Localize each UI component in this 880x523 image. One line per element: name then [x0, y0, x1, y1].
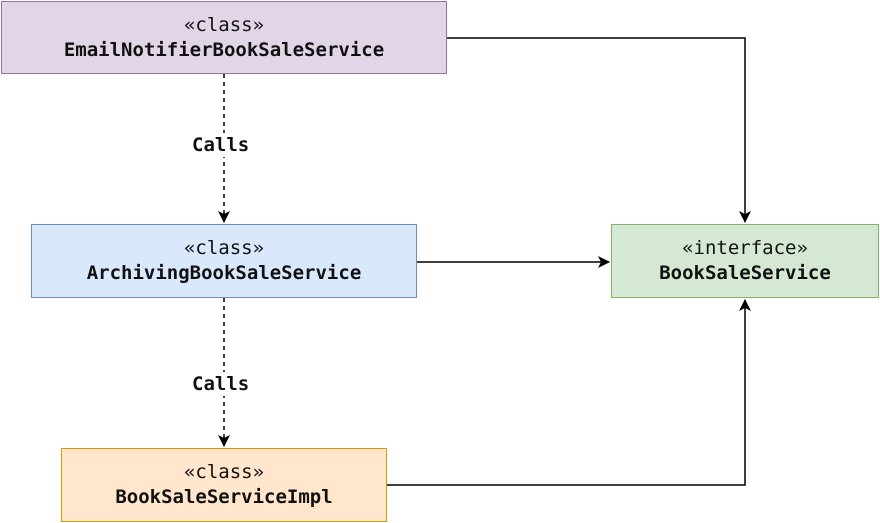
class-email-notifier-book-sale-service[interactable]: «class» EmailNotifierBookSaleService — [1, 1, 447, 74]
edge-label-calls: Calls — [190, 372, 252, 396]
stereotype-label: «class» — [183, 13, 265, 36]
edge-impl-to-interface — [387, 299, 751, 486]
class-archiving-book-sale-service[interactable]: «class» ArchivingBookSaleService — [31, 224, 417, 298]
interface-name: BookSaleService — [659, 262, 831, 284]
class-name: BookSaleServiceImpl — [115, 486, 333, 508]
stereotype-label: «class» — [183, 237, 265, 259]
stereotype-label: «interface» — [682, 237, 808, 259]
class-name: EmailNotifierBookSaleService — [63, 38, 385, 61]
class-name: ArchivingBookSaleService — [86, 262, 362, 284]
interface-book-sale-service[interactable]: «interface» BookSaleService — [611, 224, 879, 298]
class-book-sale-service-impl[interactable]: «class» BookSaleServiceImpl — [61, 448, 387, 522]
edge-label-calls: Calls — [190, 133, 252, 157]
stereotype-label: «class» — [183, 461, 265, 483]
edge-email-to-interface — [447, 37, 751, 223]
